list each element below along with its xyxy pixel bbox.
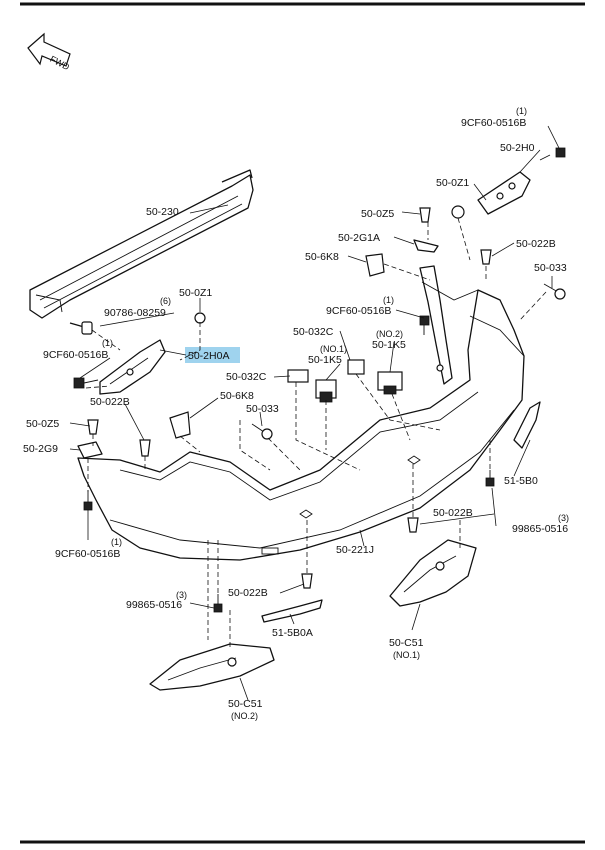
part-label: 50-230 [146, 206, 179, 218]
clip-icon [419, 207, 431, 223]
dashed-guides [85, 217, 547, 648]
part-label: 50-0Z5 [361, 208, 394, 220]
part-label: 50-022B [90, 396, 130, 408]
qty-label: (3) [558, 513, 569, 523]
bolt-icon [69, 321, 93, 335]
part-label: 50-022B [516, 238, 556, 250]
spacer-icon [169, 411, 191, 439]
clip-icon [480, 249, 492, 265]
part-label: 51-5B0 [504, 475, 538, 487]
screw-icon [73, 377, 99, 389]
qty-label: (1) [102, 338, 113, 348]
sub-label: (NO.1) [393, 650, 420, 660]
side-bracket-right [419, 265, 453, 385]
part-label: 9CF60-0516B [326, 305, 391, 317]
part-label: 51-5B0A [272, 627, 313, 639]
bracket-left [99, 339, 166, 395]
qty-label: (6) [160, 296, 171, 306]
bumper-cover [77, 281, 525, 561]
part-label: 50-022B [433, 507, 473, 519]
part-label: 9CF60-0516B [43, 349, 108, 361]
bracket-small [413, 239, 439, 253]
screw-icon [539, 147, 566, 161]
part-label: 90786-08259 [104, 307, 166, 319]
qty-label: (3) [176, 590, 187, 600]
fwd-arrow-icon: FWD [27, 32, 72, 72]
part-label: 50-022B [228, 587, 268, 599]
clip-icon [194, 312, 206, 324]
part-label: 50-221J [336, 544, 374, 556]
part-label: 50-032C [226, 371, 267, 383]
sub-label: (NO.2) [231, 711, 258, 721]
part-label: 50-2H0 [500, 142, 535, 154]
highlight-box [185, 347, 240, 363]
screw-icon [419, 315, 430, 335]
leader-lines [69, 125, 561, 701]
screw-icon [213, 594, 223, 613]
screw-icon [543, 283, 566, 300]
reflector-bottom [261, 599, 323, 623]
part-label: 9CF60-0516B [55, 548, 120, 560]
part-label: 50-6K8 [220, 390, 254, 402]
part-label: 50-033 [534, 262, 567, 274]
clip-icon [139, 439, 151, 457]
part-label: 50-1K5 [372, 339, 406, 351]
screw-icon [485, 470, 495, 487]
qty-label: (NO.2) [376, 329, 403, 339]
reflector-right [513, 401, 541, 449]
clip-icon [407, 517, 419, 533]
part-label: 50-0Z1 [179, 287, 212, 299]
part-labels: (1) 9CF60-0516B 50-2H0 50-0Z1 50-230 50-… [23, 106, 569, 721]
qty-label: (1) [383, 295, 394, 305]
screw-icon [251, 423, 273, 440]
part-label-highlighted: 50-2H0A [188, 350, 229, 362]
part-label: 50-2G9 [23, 443, 58, 455]
reinforcement-beam [29, 169, 254, 319]
part-label: 50-C51 [389, 637, 424, 649]
part-label: 50-1K5 [308, 354, 342, 366]
part-label: 99865-0516 [512, 523, 568, 535]
splash-shield-no1 [389, 539, 477, 607]
part-label: 50-C51 [228, 698, 263, 710]
part-label: 50-033 [246, 403, 279, 415]
clip-icon [301, 573, 313, 589]
qty-label: (1) [516, 106, 527, 116]
qty-label: (1) [111, 537, 122, 547]
spacer-icon [365, 253, 385, 277]
connector-icon [287, 359, 403, 403]
qty-label: (NO.1) [320, 344, 347, 354]
part-label: 99865-0516 [126, 599, 182, 611]
bracket-right [477, 171, 531, 215]
part-label: 50-2G1A [338, 232, 380, 244]
splash-shield-no2 [149, 643, 275, 691]
part-label: 9CF60-0516B [461, 117, 526, 129]
part-label: 50-0Z5 [26, 418, 59, 430]
screw-icon [83, 490, 93, 511]
clip-icon [451, 205, 465, 219]
bracket-small [77, 441, 103, 459]
clip-icon [87, 419, 99, 435]
part-label: 50-0Z1 [436, 177, 469, 189]
part-label: 50-032C [293, 326, 334, 338]
part-label: 50-6K8 [305, 251, 339, 263]
